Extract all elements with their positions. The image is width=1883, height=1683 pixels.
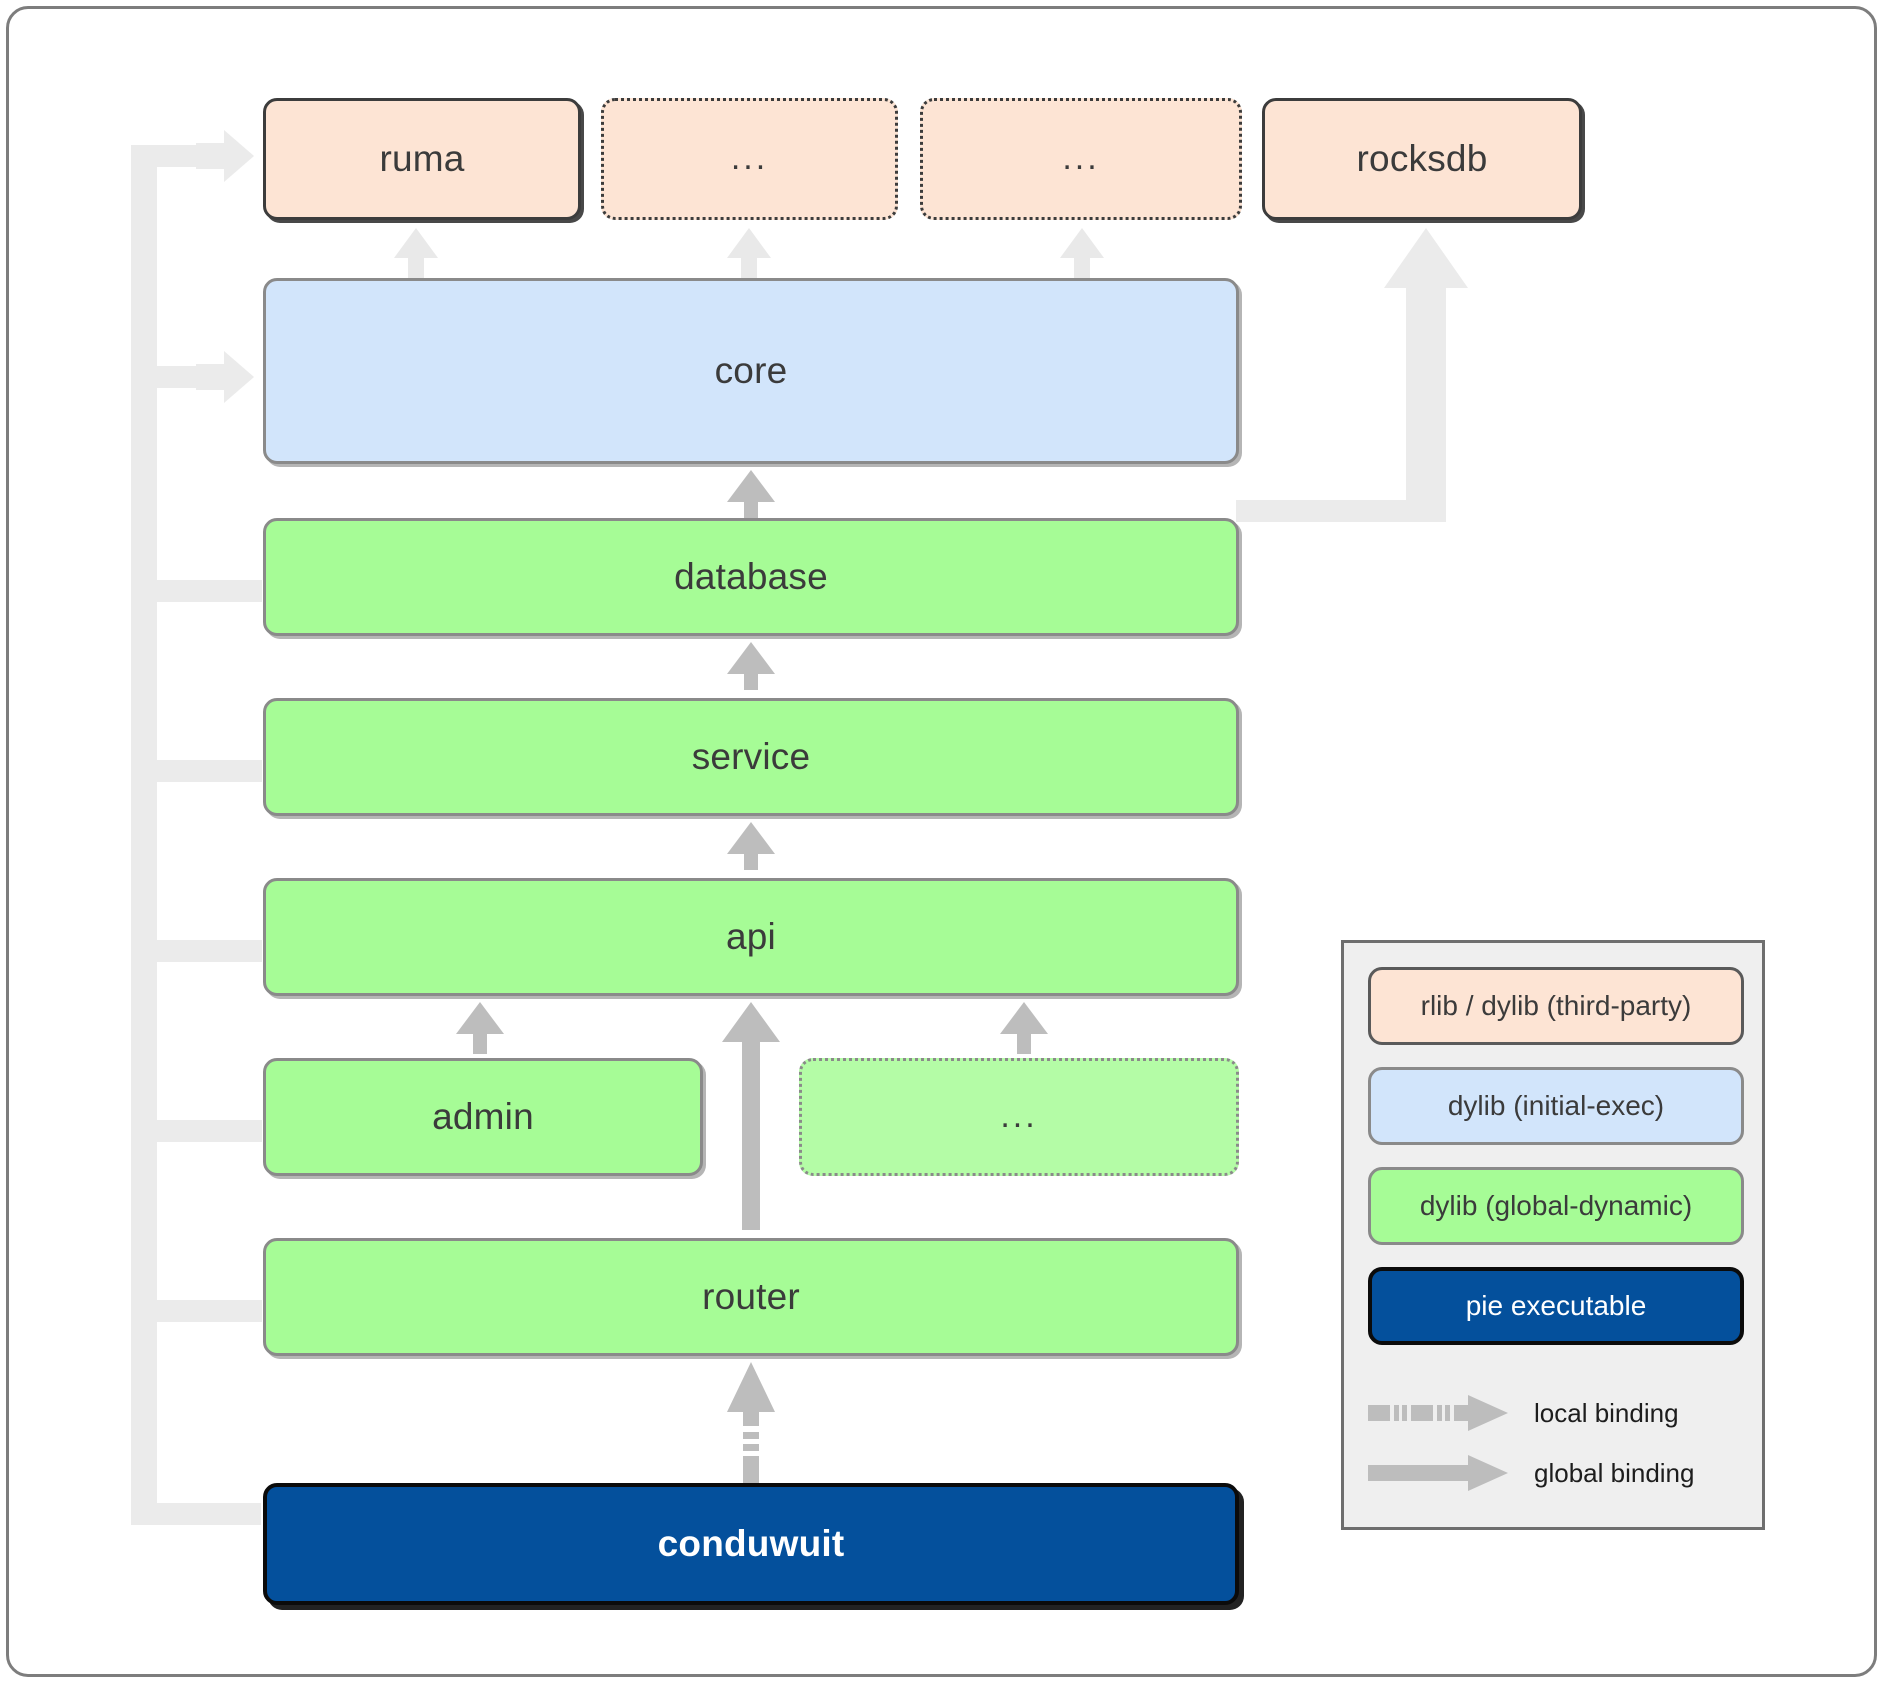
legend-panel: rlib / dylib (third-party) dylib (initia… bbox=[1341, 940, 1765, 1530]
node-label: admin bbox=[432, 1096, 534, 1137]
left-rail-stub-service bbox=[152, 760, 262, 782]
node-router[interactable]: router bbox=[263, 1238, 1239, 1356]
legend-swatch-dylib-global-dynamic: dylib (global-dynamic) bbox=[1368, 1167, 1744, 1245]
rail-arrowhead-ruma bbox=[196, 130, 256, 187]
legend-row-global-binding: global binding bbox=[1368, 1443, 1748, 1503]
legend-row-local-binding: local binding bbox=[1368, 1383, 1748, 1443]
dashed-arrow-icon bbox=[1368, 1393, 1518, 1433]
node-label: conduwuit bbox=[657, 1523, 845, 1564]
node-core[interactable]: core bbox=[263, 278, 1239, 464]
node-label: ruma bbox=[379, 138, 465, 179]
edge-database-to-rocksdb bbox=[1196, 228, 1486, 603]
left-rail-stub-database bbox=[152, 580, 262, 602]
legend-swatch-label: dylib (initial-exec) bbox=[1447, 1090, 1665, 1121]
edge-router-to-api bbox=[722, 1002, 780, 1230]
legend-swatch-label: dylib (global-dynamic) bbox=[1419, 1190, 1693, 1221]
edge-core-to-third-party-1 bbox=[727, 228, 771, 280]
node-ruma[interactable]: ruma bbox=[263, 98, 581, 220]
left-rail-stub-router bbox=[152, 1300, 262, 1322]
edge-core-to-ruma bbox=[394, 228, 438, 280]
node-label: ... bbox=[1000, 1097, 1038, 1136]
edge-conduwuit-to-router bbox=[727, 1362, 775, 1486]
left-rail-stub-api bbox=[152, 940, 262, 962]
edge-more-plugins-to-api bbox=[1000, 1002, 1048, 1054]
legend-swatch-dylib-initial-exec: dylib (initial-exec) bbox=[1368, 1067, 1744, 1145]
left-rail-stub-conduwuit bbox=[131, 1503, 261, 1525]
node-third-party-2[interactable]: ... bbox=[920, 98, 1242, 220]
edge-admin-to-api bbox=[456, 1002, 504, 1054]
node-more-plugins[interactable]: ... bbox=[799, 1058, 1239, 1176]
node-label: database bbox=[674, 556, 828, 597]
node-api[interactable]: api bbox=[263, 878, 1239, 996]
edge-core-to-third-party-2 bbox=[1060, 228, 1104, 280]
legend-binding-label: global binding bbox=[1534, 1457, 1695, 1488]
legend-swatch-label: pie executable bbox=[1465, 1290, 1647, 1321]
node-third-party-1[interactable]: ... bbox=[601, 98, 898, 220]
node-label: service bbox=[691, 736, 811, 777]
node-database[interactable]: database bbox=[263, 518, 1239, 636]
left-rail-stub-admin bbox=[152, 1120, 262, 1142]
legend-binding-label: local binding bbox=[1534, 1397, 1679, 1428]
legend-swatch-rlib-dylib-third-party: rlib / dylib (third-party) bbox=[1368, 967, 1744, 1045]
node-label: api bbox=[726, 916, 776, 957]
edge-service-to-database bbox=[727, 642, 775, 690]
edge-database-to-core bbox=[727, 470, 775, 518]
legend-swatch-pie-executable: pie executable bbox=[1368, 1267, 1744, 1345]
rail-arrowhead-core bbox=[196, 351, 256, 408]
legend-swatch-label: rlib / dylib (third-party) bbox=[1420, 990, 1692, 1021]
edge-api-to-service bbox=[727, 822, 775, 870]
node-label: core bbox=[714, 350, 788, 391]
node-label: rocksdb bbox=[1356, 138, 1488, 179]
node-admin[interactable]: admin bbox=[263, 1058, 703, 1176]
node-service[interactable]: service bbox=[263, 698, 1239, 816]
node-label: ... bbox=[1062, 139, 1100, 178]
node-conduwuit[interactable]: conduwuit bbox=[263, 1483, 1239, 1605]
node-label: router bbox=[702, 1276, 800, 1317]
node-rocksdb[interactable]: rocksdb bbox=[1262, 98, 1582, 220]
solid-arrow-icon bbox=[1368, 1453, 1518, 1493]
node-label: ... bbox=[730, 139, 769, 178]
